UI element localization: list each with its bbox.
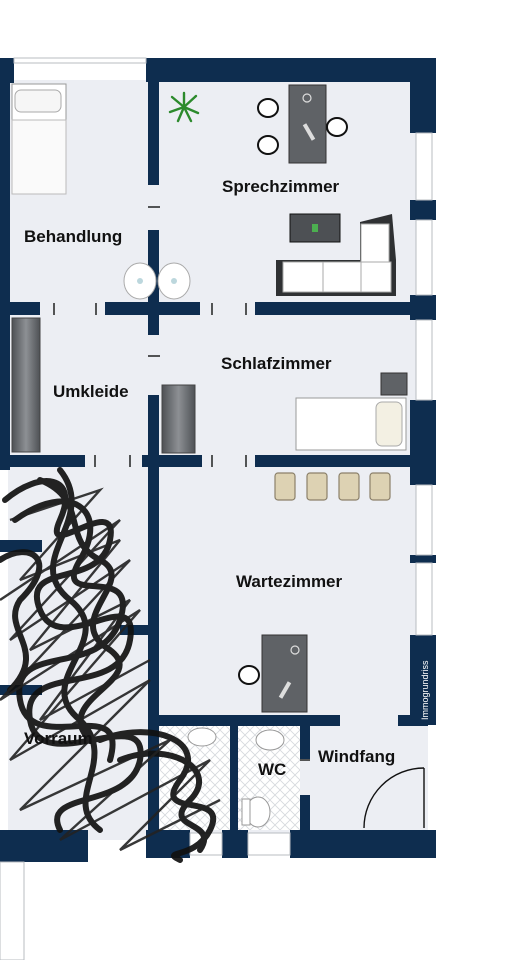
room-label-wartezimmer: Wartezimmer	[236, 572, 343, 591]
sofa-icon	[276, 214, 396, 296]
chair-icon	[238, 665, 260, 685]
wardrobe-icon	[11, 317, 196, 454]
bed-icon	[295, 372, 408, 451]
chair-icon	[257, 98, 348, 155]
walls	[0, 57, 436, 960]
sink-icon	[123, 262, 191, 300]
scribble-redaction-thin	[0, 487, 221, 852]
room-label-sprechzimmer: Sprechzimmer	[222, 177, 340, 196]
room-label-vorraum: Vorraum	[24, 729, 93, 748]
room-label-behandlung: Behandlung	[24, 227, 122, 246]
room-label-schlafzimmer: Schlafzimmer	[221, 354, 332, 373]
room-label-windfang: Windfang	[318, 747, 395, 766]
desk-icon	[261, 634, 308, 713]
desk-icon	[288, 84, 327, 164]
room-labels: Sprechzimmer Behandlung Schlafzimmer Umk…	[24, 177, 395, 779]
door-swing-icon	[363, 767, 425, 829]
side-label-box: Immogrundriss	[414, 640, 434, 722]
room-label-wc: WC	[258, 760, 286, 779]
toilet-icon	[241, 796, 271, 828]
room-label-umkleide: Umkleide	[53, 382, 129, 401]
scribble-redaction	[0, 467, 217, 863]
stool-icon	[274, 472, 391, 501]
coffee-table-icon	[289, 213, 341, 243]
plant-icon	[168, 91, 200, 123]
side-label: Immogrundriss	[420, 660, 430, 720]
bed-icon	[11, 83, 67, 195]
door-ticks	[53, 206, 310, 761]
sink-icon	[187, 727, 285, 751]
